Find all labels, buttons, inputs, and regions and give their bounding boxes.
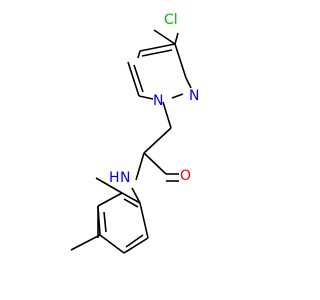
bond-ar-1	[121, 192, 141, 204]
bond-cl-carbon	[174, 32, 179, 45]
propanamide-chain	[131, 101, 179, 204]
bond-c4-ring	[127, 61, 140, 97]
bond-ar-6	[139, 202, 149, 239]
bond-n1-ring	[171, 93, 184, 99]
bond-c4-c5	[174, 43, 187, 79]
bond-c4-ring-inner	[133, 64, 144, 93]
bond-top-link	[153, 29, 176, 45]
bond-c3-n2	[139, 43, 176, 52]
bond-c5-n1	[185, 77, 192, 89]
bond-ar-2	[97, 192, 123, 207]
pyrazole-nitrogen-2-label: N	[153, 93, 163, 109]
bond-carbonyl-nh	[135, 152, 145, 181]
bond-ring-to-n1	[138, 95, 154, 100]
pyrazole-ring	[127, 29, 192, 100]
bond-ar-inner-3	[123, 198, 139, 208]
pyrazole-nitrogen-1-label: N	[189, 88, 199, 104]
bond-ar-4	[99, 234, 125, 254]
benzene-ring	[70, 177, 149, 254]
amide-nitrogen-label: N	[120, 170, 130, 186]
molecule-structure: Cl N N O N H	[70, 12, 199, 254]
carbonyl-oxygen-label: O	[180, 168, 191, 184]
bond-methyl-2-end	[70, 234, 101, 251]
bond-n2-c4	[137, 50, 141, 59]
chlorine-label: Cl	[164, 12, 178, 28]
bond-ar-inner-2	[125, 234, 144, 248]
bond-nh-aryl	[131, 187, 141, 204]
bond-ch2-carbonyl	[143, 152, 167, 175]
bond-n1-ch2	[162, 101, 172, 129]
amide-hydrogen-label: H	[109, 170, 120, 186]
bond-ar-5	[123, 237, 149, 254]
bond-ar-inner-1	[103, 211, 107, 233]
bond-c3-n2-inner	[141, 49, 173, 57]
bond-ch2-ch2	[143, 127, 172, 154]
bond-methyl-1	[95, 177, 123, 194]
